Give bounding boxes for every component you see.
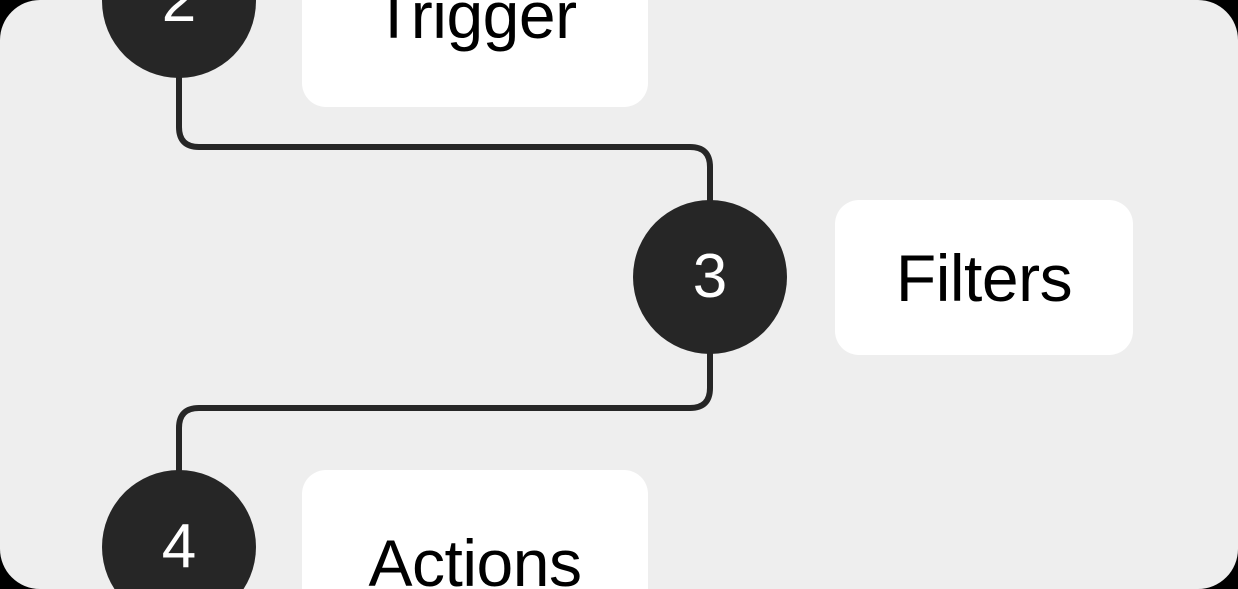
step-badge-number-3: 3 xyxy=(692,242,728,311)
step-card-label-actions: Actions xyxy=(368,525,582,589)
step-badge-number-4: 4 xyxy=(161,512,197,581)
step-card-filters[interactable]: Filters xyxy=(835,200,1133,355)
step-badge-3[interactable]: 3 xyxy=(633,200,787,354)
step-card-actions[interactable]: Actions xyxy=(302,470,648,589)
step-card-label-filters: Filters xyxy=(895,240,1073,315)
step-badge-number-2: 2 xyxy=(161,0,197,35)
step-card-label-trigger: Trigger xyxy=(373,0,577,52)
step-badge-2[interactable]: 2 xyxy=(102,0,256,78)
step-badge-4[interactable]: 4 xyxy=(102,470,256,589)
step-card-trigger[interactable]: Trigger xyxy=(302,0,648,107)
